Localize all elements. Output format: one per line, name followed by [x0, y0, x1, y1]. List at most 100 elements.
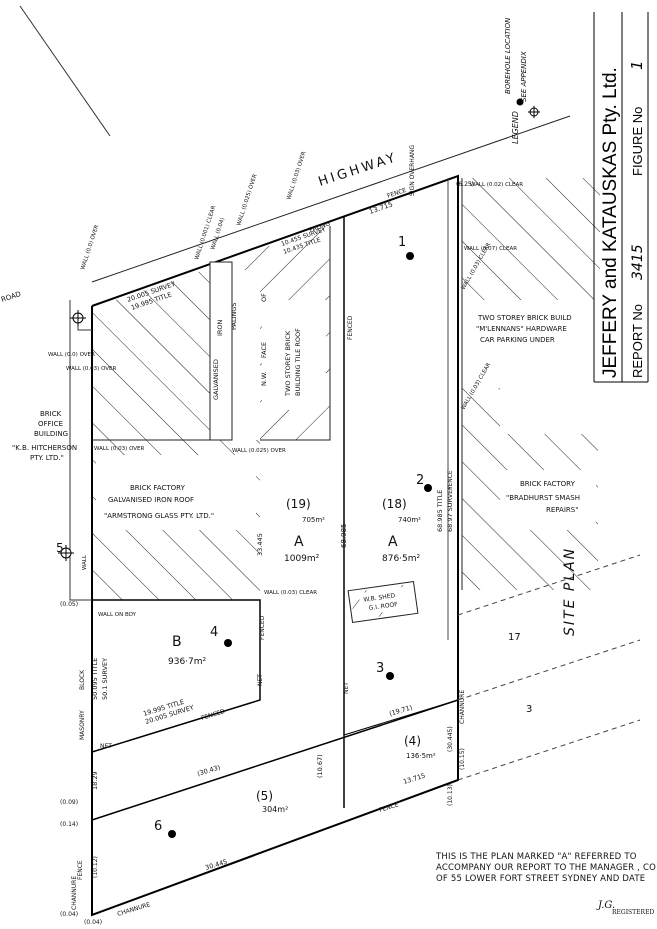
- dim-33-445: 33.445: [256, 533, 264, 556]
- svg-text:OF: OF: [260, 293, 268, 302]
- wall-note-11: WALL (0.03) CLEAR: [264, 590, 317, 596]
- lot-17: 17: [508, 632, 521, 643]
- dim-10-13: (10.13): [447, 784, 454, 806]
- dim-0-04b: (0.04): [84, 919, 102, 926]
- net-1: NET: [100, 743, 112, 750]
- label-window-east: [466, 305, 594, 345]
- dim-b-west: 50.095 TITLE 50.1 SURVEY: [91, 658, 109, 700]
- svg-text:6: 6: [154, 819, 162, 834]
- boundary-lot-4: [343, 699, 459, 736]
- east-build-label: TWO STOREY BRICK BUILD "M'LENNANS" HARDW…: [476, 314, 572, 344]
- wall-note-16: WALL (0.0) OVER: [48, 352, 95, 358]
- svg-text:BRICK FACTORY: BRICK FACTORY: [520, 480, 576, 488]
- dim-0-04: (0.04): [60, 911, 78, 918]
- company-name: JEFFERY and KATAUSKAS Pty. Ltd.: [600, 67, 621, 378]
- plan-note-line-2: ACCOMPANY OUR REPORT TO THE MANAGER , CO: [436, 863, 657, 873]
- borehole-3: 3: [376, 661, 394, 680]
- dim-10-15: (10.15): [459, 748, 466, 770]
- plan-note-line-3: OF 55 LOWER FORT STREET SYDNEY AND DATE: [436, 874, 646, 884]
- dim-0-14: (0.14): [60, 821, 78, 828]
- svg-text:5: 5: [56, 541, 64, 555]
- dim-30-43: (30.43): [196, 763, 221, 778]
- label-window-storey: [262, 300, 326, 410]
- highway-edge-line: [91, 115, 571, 283]
- svg-text:BRICK: BRICK: [40, 410, 62, 418]
- borehole-2: 2: [416, 473, 432, 492]
- wall-note-12: WALL (0.03) OVER: [94, 446, 145, 452]
- masonry-label: MASONRY: [79, 710, 86, 740]
- dim-10-67: (10.67): [316, 754, 324, 778]
- svg-text:OFFICE: OFFICE: [38, 420, 63, 428]
- svg-text:705m²: 705m²: [302, 516, 325, 524]
- dim-13-715-south: 13.715: [402, 772, 426, 786]
- dim-b-south: 19.995 TITLE 20.005 SURVEY: [142, 698, 195, 726]
- figure-number: 1: [628, 60, 646, 70]
- dashed-line-east: [457, 639, 641, 701]
- street-road: ROAD: [0, 290, 22, 304]
- dashed-line-east2: [457, 554, 641, 616]
- sign-overhang: SIGN OVERHANG: [409, 145, 416, 196]
- dim-0-05: (0.05): [60, 601, 78, 608]
- svg-text:W.B. SHED: W.B. SHED: [363, 592, 396, 603]
- svg-text:LEGEND: LEGEND: [511, 111, 520, 144]
- wall-note-1: WALL (0.0) OVER: [80, 224, 100, 271]
- dim-10-12: (10.12): [92, 856, 99, 878]
- svg-text:136·5m²: 136·5m²: [406, 752, 436, 760]
- wall-note-9: WALL (0.025) OVER: [232, 448, 286, 454]
- report-number: 3415: [630, 244, 646, 280]
- lot-3: 3: [526, 704, 532, 715]
- galv-iron-outline: [209, 261, 233, 441]
- wall-note-13: WALL ON BDY: [98, 612, 137, 618]
- svg-text:(18): (18): [382, 497, 407, 511]
- signature: J.G. REGISTERED: [598, 900, 654, 916]
- svg-text:(5): (5): [256, 789, 273, 803]
- lot-18: (18) 740m² A 876·5m²: [382, 497, 421, 564]
- svg-text:1: 1: [398, 235, 406, 250]
- svg-text:68.985 TITLE: 68.985 TITLE: [436, 490, 444, 532]
- west-office-outline: [69, 300, 92, 601]
- plan-note: THIS IS THE PLAN MARKED "A" REFERRED TO …: [436, 852, 656, 885]
- channure-2: CHANNURE: [71, 876, 78, 910]
- two-storey-label: N.W. FACE OF TWO STOREY BRICK BUILDING T…: [260, 293, 302, 397]
- svg-text:4: 4: [210, 625, 218, 640]
- svg-text:BUILDING TILE ROOF: BUILDING TILE ROOF: [294, 328, 302, 396]
- survey-marker: [70, 310, 86, 326]
- dashed-line-south: [457, 719, 641, 781]
- title-block-svg: JEFFERY and KATAUSKAS Pty. Ltd. REPORT N…: [593, 12, 649, 383]
- svg-text:(19): (19): [286, 497, 311, 511]
- lot-19: (19) 705m² A 1009m²: [284, 497, 325, 564]
- svg-text:50.1 SURVEY: 50.1 SURVEY: [101, 658, 109, 700]
- net-3: NET: [257, 674, 264, 686]
- svg-text:BRICK FACTORY: BRICK FACTORY: [130, 484, 186, 492]
- dim-east: 68.985 TITLE 68.97 SURVEY: [436, 486, 454, 532]
- wall-note-15: WALL (0.03) OVER: [66, 366, 117, 372]
- svg-text:G.I. ROOF: G.I. ROOF: [368, 601, 398, 612]
- block-label: BLOCK: [79, 669, 86, 690]
- borehole-4: 4: [210, 625, 232, 647]
- road-edge-line: [19, 5, 111, 137]
- svg-text:50.095 TITLE: 50.095 TITLE: [91, 658, 99, 700]
- svg-text:304m²: 304m²: [262, 805, 288, 814]
- boundary-lot-b: [91, 599, 261, 753]
- fence-b: FENCED: [259, 615, 266, 640]
- svg-text:GALVANISED IRON ROOF: GALVANISED IRON ROOF: [108, 496, 194, 504]
- svg-text:"M'LENNANS" HARDWARE: "M'LENNANS" HARDWARE: [476, 325, 567, 333]
- svg-text:(4): (4): [404, 734, 421, 748]
- report-label: REPORT No: [630, 304, 645, 378]
- galv-iron-label: GALVANISED IRON PALINGS: [212, 302, 238, 400]
- svg-text:GALVANISED: GALVANISED: [212, 359, 220, 400]
- fence-s: FENCE: [379, 801, 400, 814]
- svg-text:REPAIRS": REPAIRS": [546, 506, 578, 514]
- street-highway: HIGHWAY: [317, 150, 400, 190]
- fence-bs: FENCED: [201, 708, 227, 722]
- svg-text:TWO STOREY BRICK BUILD: TWO STOREY BRICK BUILD: [477, 314, 572, 322]
- net-2: NET: [343, 682, 350, 694]
- svg-text:740m²: 740m²: [398, 516, 421, 524]
- label-window-factory: [96, 455, 256, 530]
- svg-text:A: A: [388, 534, 398, 550]
- fence-mid: FENCED: [347, 315, 354, 340]
- svg-text:"BRADHURST SMASH: "BRADHURST SMASH: [506, 494, 580, 502]
- svg-text:936·7m²: 936·7m²: [168, 657, 207, 667]
- dim-30-445-east: (30.445): [447, 726, 454, 752]
